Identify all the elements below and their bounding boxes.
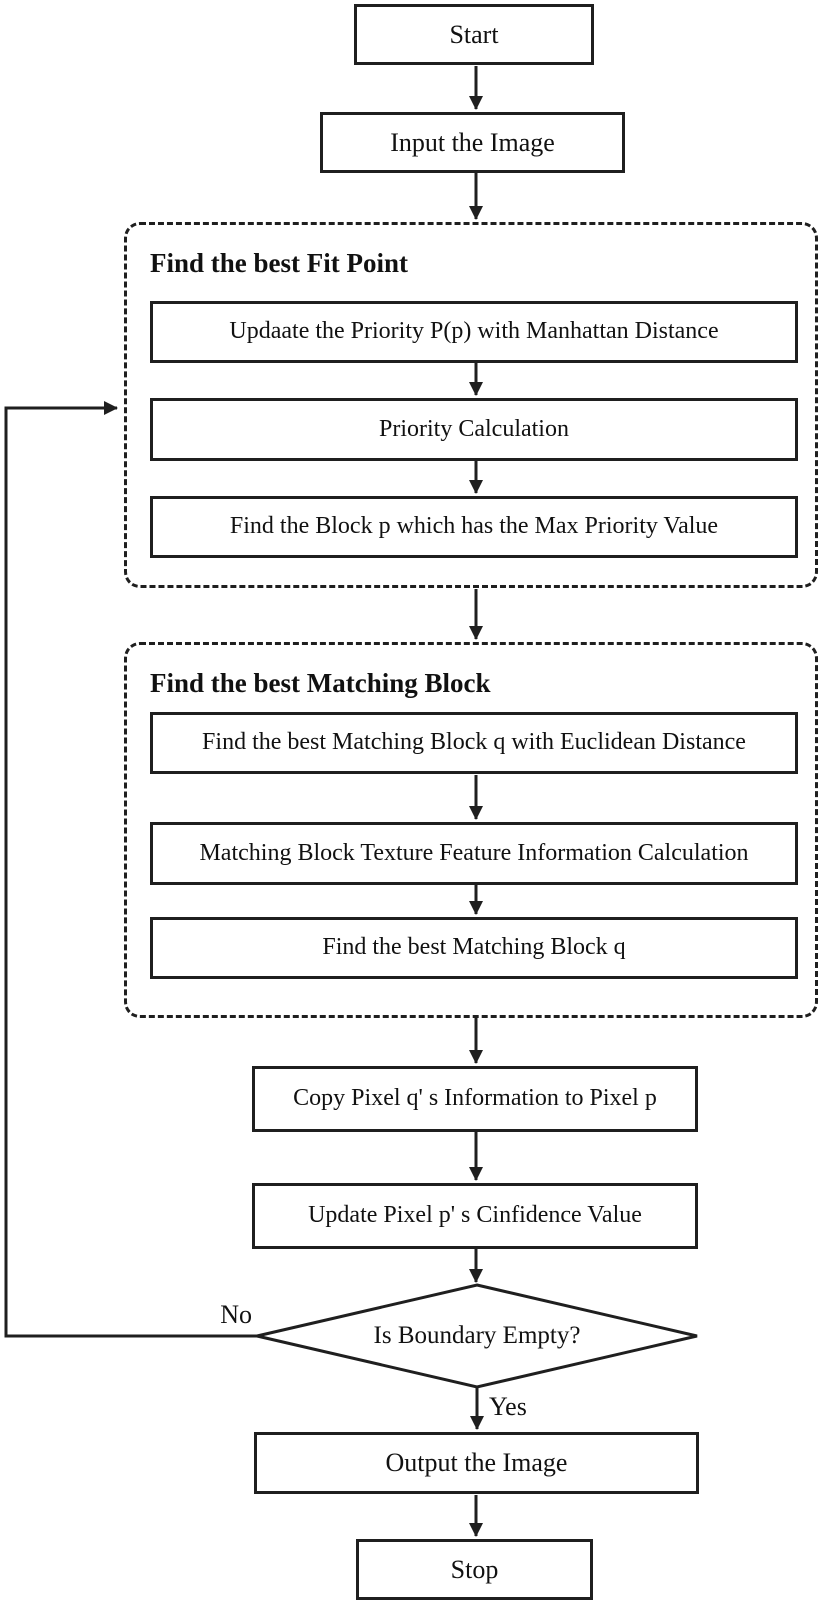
- edge-label-no: No: [220, 1300, 252, 1329]
- decision-is-boundary-empty: Is Boundary Empty?: [373, 1322, 581, 1349]
- step-matching-block-texture-calculation: Matching Block Texture Feature Informati…: [150, 822, 798, 885]
- step-find-matching-block-euclidean: Find the best Matching Block q with Eucl…: [150, 712, 798, 774]
- group-find-best-fit-point: [124, 222, 818, 588]
- node-start: Start: [354, 4, 594, 65]
- node-input-image: Input the Image: [320, 112, 625, 173]
- step-priority-calculation: Priority Calculation: [150, 398, 798, 461]
- node-copy-pixel-info: Copy Pixel q' s Information to Pixel p: [252, 1066, 698, 1132]
- step-update-priority-manhattan: Updaate the Priority P(p) with Manhattan…: [150, 301, 798, 363]
- edge-label-yes: Yes: [489, 1392, 527, 1421]
- group-find-best-matching-block-title: Find the best Matching Block: [150, 668, 491, 698]
- group-find-best-matching-block: [124, 642, 818, 1018]
- group-find-best-fit-point-title: Find the best Fit Point: [150, 248, 409, 278]
- step-find-best-matching-block-q: Find the best Matching Block q: [150, 917, 798, 979]
- step-find-block-max-priority: Find the Block p which has the Max Prior…: [150, 496, 798, 558]
- node-output-image: Output the Image: [254, 1432, 699, 1494]
- node-update-confidence: Update Pixel p' s Cinfidence Value: [252, 1183, 698, 1249]
- node-stop: Stop: [356, 1539, 593, 1600]
